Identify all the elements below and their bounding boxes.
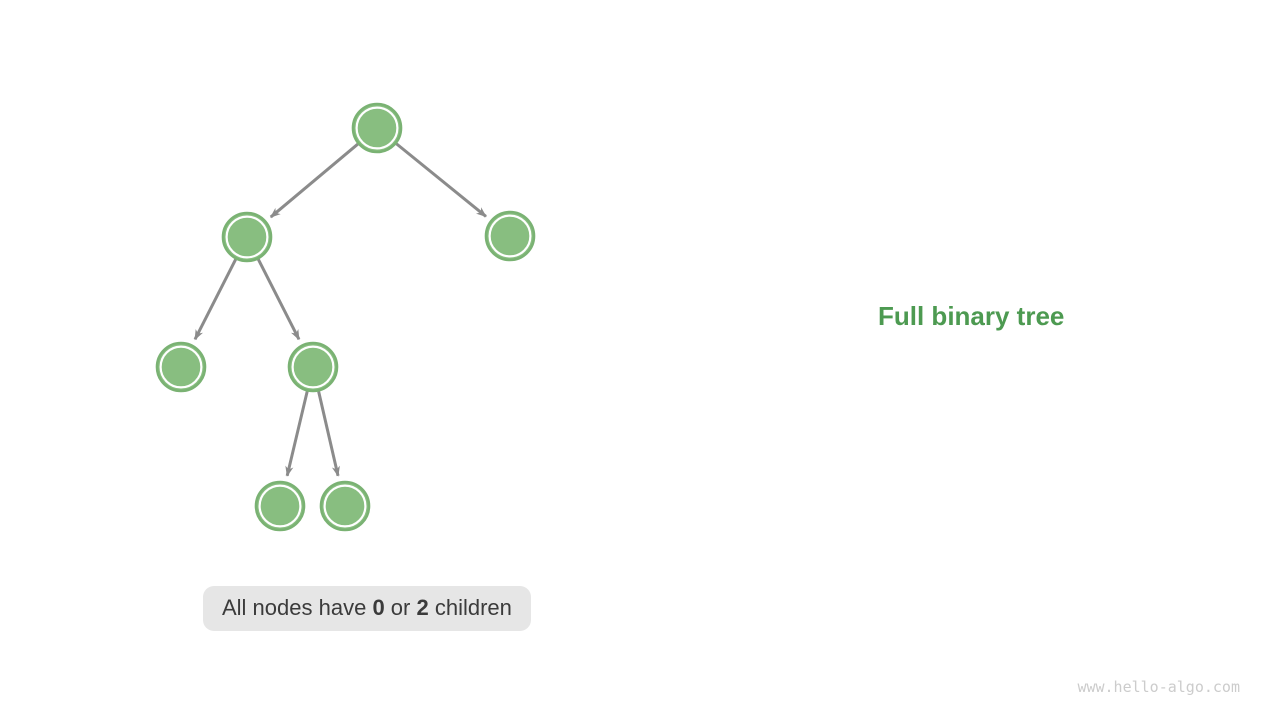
tree-edges <box>193 142 487 477</box>
tree-edge <box>269 142 359 219</box>
tree-edge <box>285 390 309 477</box>
tree-node-inner-ring <box>159 345 203 389</box>
tree-node <box>254 480 306 532</box>
tree-node-circle <box>155 341 207 393</box>
tree-node <box>484 210 536 262</box>
caption-text-part: or <box>384 595 417 620</box>
tree-node-circle <box>287 341 339 393</box>
tree-node-circle <box>221 211 273 263</box>
watermark: www.hello-algo.com <box>1077 678 1240 696</box>
tree-node-inner-ring <box>225 215 269 259</box>
tree-node-inner-ring <box>291 345 335 389</box>
tree-edge <box>193 258 238 341</box>
caption-text-part-bold: 2 <box>416 595 429 620</box>
diagram-title: Full binary tree <box>878 301 1065 331</box>
tree-edge <box>395 142 487 218</box>
caption-text-part-bold: 0 <box>372 595 385 620</box>
tree-node-circle <box>254 480 306 532</box>
tree-node-inner-ring <box>258 484 302 528</box>
tree-node <box>319 480 371 532</box>
tree-node-circle <box>319 480 371 532</box>
tree-edge <box>256 258 301 341</box>
caption-text-part: All nodes have <box>222 595 373 620</box>
tree-edge <box>317 391 340 477</box>
tree-node-inner-ring <box>355 106 399 150</box>
tree-node-inner-ring <box>488 214 532 258</box>
tree-node-inner-ring <box>323 484 367 528</box>
tree-node-circle <box>351 102 403 154</box>
tree-node <box>287 341 339 393</box>
caption-text-part: children <box>428 595 512 620</box>
tree-node-circle <box>484 210 536 262</box>
tree-nodes <box>155 102 536 532</box>
tree-node <box>351 102 403 154</box>
tree-node <box>155 341 207 393</box>
caption-box: All nodes have 0 or 2 children <box>203 586 531 631</box>
tree-node <box>221 211 273 263</box>
